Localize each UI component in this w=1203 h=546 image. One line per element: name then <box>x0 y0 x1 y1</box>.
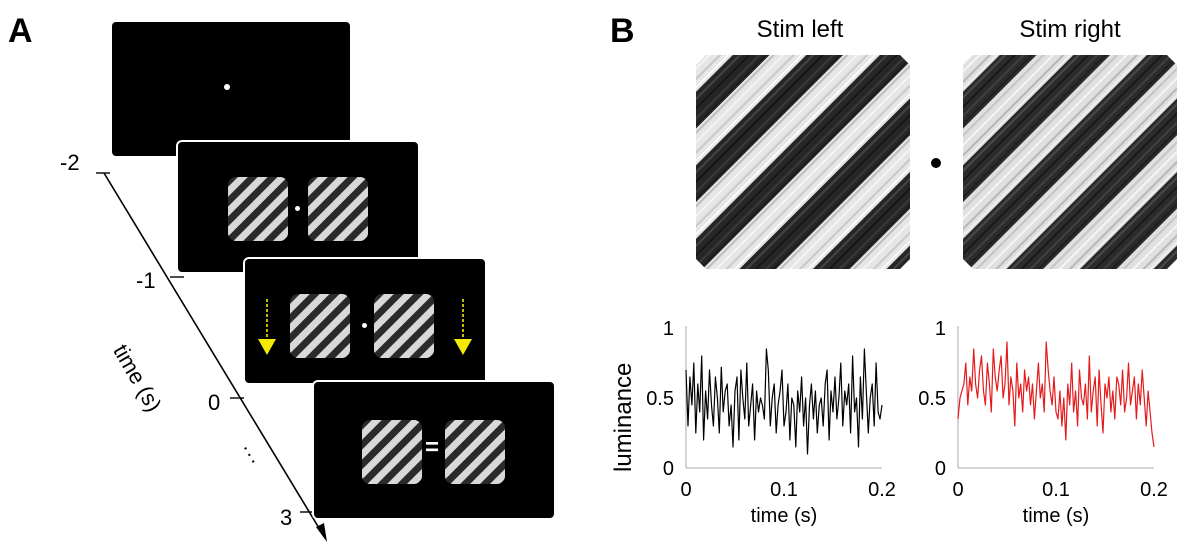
luminance-chart-left: 0 0.5 1 0 0.1 0.2 time (s) <box>646 318 896 527</box>
tick-label-minus2: -2 <box>60 150 80 175</box>
tick-label-minus1: -1 <box>136 268 156 293</box>
luminance-chart-right: 0 0.5 1 0 0.1 0.2 time (s) <box>918 318 1168 527</box>
grating-right-large <box>963 55 1177 269</box>
stim-right-title: Stim right <box>1019 16 1121 43</box>
grating-right-mid <box>374 294 434 358</box>
y-tick-label: 0 <box>935 458 946 480</box>
x-tick-label: 0.1 <box>770 479 798 501</box>
fixation-dot <box>295 206 300 211</box>
arrow-down-icon <box>258 299 276 355</box>
fixation-dot <box>362 323 367 328</box>
grating-left-mid <box>290 294 350 358</box>
arrow-down-icon <box>454 299 472 355</box>
tick-label-3: 3 <box>280 505 293 530</box>
x-tick-label: 0.2 <box>868 479 896 501</box>
screen-response: = <box>312 380 556 520</box>
y-tick-label: 0.5 <box>646 388 674 410</box>
chart-y-label: luminance <box>610 362 637 472</box>
y-tick-label: 1 <box>663 318 674 340</box>
grating-right-response <box>445 420 505 484</box>
fixation-dot-large <box>931 158 941 168</box>
x-tick-label: 0.1 <box>1042 479 1070 501</box>
screen-fixation <box>110 20 352 158</box>
fixation-dot <box>224 84 230 90</box>
grating-left-response <box>362 420 422 484</box>
grating-left-large <box>696 55 910 269</box>
y-tick-label: 0.5 <box>918 388 946 410</box>
y-tick-label: 1 <box>935 318 946 340</box>
series-line <box>685 348 883 455</box>
x-tick-label: 0 <box>680 479 691 501</box>
screen-stimuli-arrows <box>243 257 487 385</box>
stim-left-title: Stim left <box>756 16 844 43</box>
series-line <box>957 341 1155 448</box>
x-tick-label: 0.2 <box>1140 479 1168 501</box>
y-tick-label: 0 <box>663 458 674 480</box>
tick-label-0: 0 <box>208 390 221 415</box>
panel-label-b: B <box>610 12 635 50</box>
screen-stimuli <box>176 140 420 274</box>
x-axis-label: time (s) <box>751 505 818 527</box>
x-axis-label: time (s) <box>1023 505 1090 527</box>
grating-right-small <box>308 177 368 241</box>
x-tick-label: 0 <box>952 479 963 501</box>
grating-left-small <box>228 177 288 241</box>
equals-sign: = <box>424 434 439 461</box>
panel-label-a: A <box>8 12 33 50</box>
